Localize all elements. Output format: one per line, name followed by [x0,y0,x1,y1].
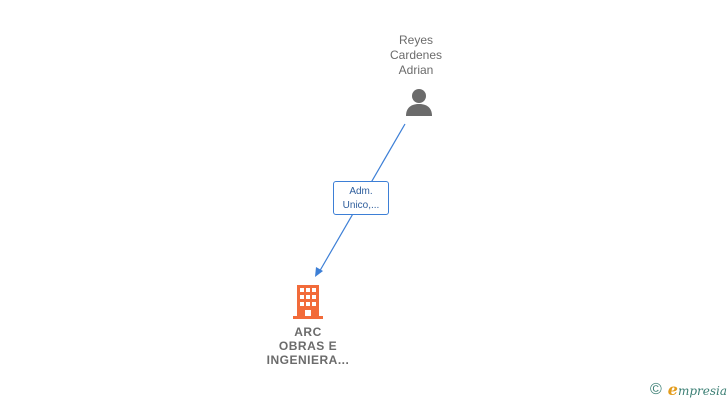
logo-initial: e [667,380,678,399]
company-name-line-3: INGENIERA... [266,353,350,367]
company-name-line-1: ARC [294,325,322,339]
person-name-line-2: Cardenes [389,48,443,62]
person-name-line-1: Reyes [398,33,433,47]
person-name-line-3: Adrian [398,63,434,77]
relation-label-line-2: Unico,... [342,200,380,211]
company-name[interactable]: ARC OBRAS E INGENIERA... [238,325,378,367]
copyright-icon: © [650,381,662,398]
building-icon[interactable] [292,285,324,319]
relation-label-line-1: Adm. [349,186,373,197]
person-name[interactable]: Reyes Cardenes Adrian [366,33,466,78]
logo-text: mpresia [677,384,728,398]
person-icon[interactable] [404,87,434,117]
relation-label-box[interactable]: Adm. Unico,... [333,181,389,215]
empresia-logo: © empresia [650,380,727,400]
edge-arrowhead [315,267,323,277]
company-name-line-2: OBRAS E [278,339,338,353]
